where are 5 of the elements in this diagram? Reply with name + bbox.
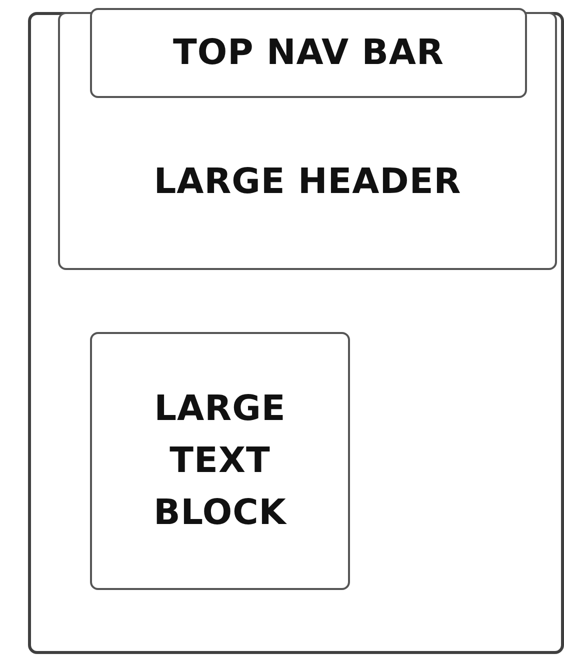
box-label: TOP NAV BAR: [173, 32, 444, 75]
nav-bar-box: [90, 8, 527, 98]
box-label: LARGE HEADER: [152, 161, 462, 204]
box-label: LARGE TEXT BLOCK: [152, 388, 288, 535]
text-block-box: [90, 332, 350, 590]
